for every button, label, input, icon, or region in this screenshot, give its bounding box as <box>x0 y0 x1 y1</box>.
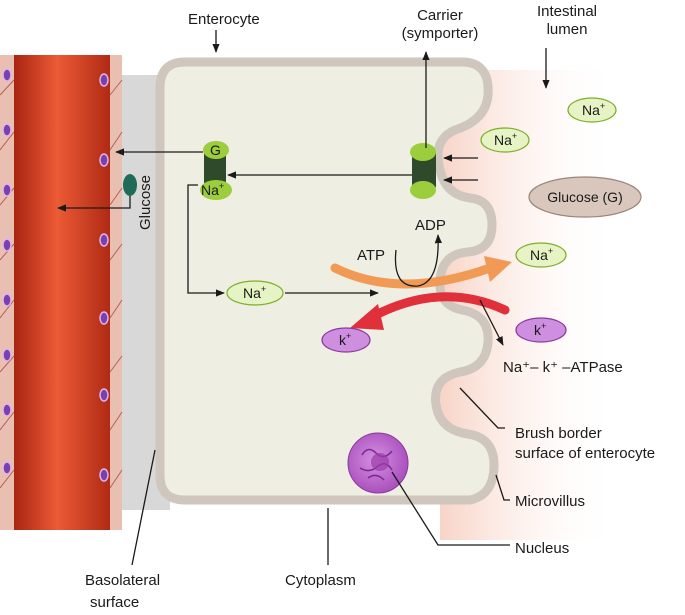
na-ion-pumped-out: Na+ <box>515 242 567 268</box>
brush-border-label-line1: Brush border <box>515 425 602 442</box>
k-ion-cytoplasm: k+ <box>321 327 371 353</box>
basolateral-g-site: G <box>210 142 221 158</box>
na-ion-lumen-near-carrier: Na+ <box>480 127 530 153</box>
na-ion-cytoplasm: Na+ <box>226 280 284 306</box>
lumen-label-line2: lumen <box>547 21 588 38</box>
svg-text:k+: k+ <box>534 321 546 338</box>
apical-symporter <box>410 143 436 199</box>
svg-text:Na+: Na+ <box>582 101 605 118</box>
atpase-label: Na⁺– k⁺ –ATPase <box>503 359 623 376</box>
nucleus-label: Nucleus <box>515 540 569 557</box>
basolateral-na-site: Na+ <box>201 181 224 198</box>
basolateral-glucose-transporter <box>200 141 232 200</box>
glucose-molecule <box>123 174 137 196</box>
cytoplasm-label: Cytoplasm <box>285 572 356 589</box>
atp-label: ATP <box>357 247 385 264</box>
symporter-label: (symporter) <box>402 25 479 42</box>
lumen-label-line1: Intestinal <box>537 3 597 20</box>
glucose-vertical-label: Glucose <box>137 175 154 230</box>
enterocyte-membrane <box>155 57 499 505</box>
svg-text:Na+: Na+ <box>494 131 517 148</box>
basolateral-label-line1: Basolateral <box>85 572 160 589</box>
brush-border-label-line2: surface of enterocyte <box>515 445 655 462</box>
adp-label: ADP <box>415 217 446 234</box>
svg-text:Glucose (G): Glucose (G) <box>547 189 622 205</box>
svg-text:Na+: Na+ <box>243 284 266 301</box>
microvillus-label: Microvillus <box>515 493 585 510</box>
svg-text:k+: k+ <box>339 331 351 348</box>
nucleus <box>347 432 409 494</box>
basolateral-label-line2: surface <box>90 594 139 611</box>
glucose-lumen: Glucose (G) <box>528 176 642 218</box>
blood-vessel <box>0 55 123 530</box>
na-ion-lumen-top: Na+ <box>567 97 617 123</box>
enterocyte-label: Enterocyte <box>188 11 260 28</box>
carrier-label: Carrier <box>417 7 463 24</box>
svg-text:Na+: Na+ <box>530 246 553 263</box>
k-influx-arrow <box>365 292 510 323</box>
k-ion-lumen: k+ <box>515 317 567 343</box>
